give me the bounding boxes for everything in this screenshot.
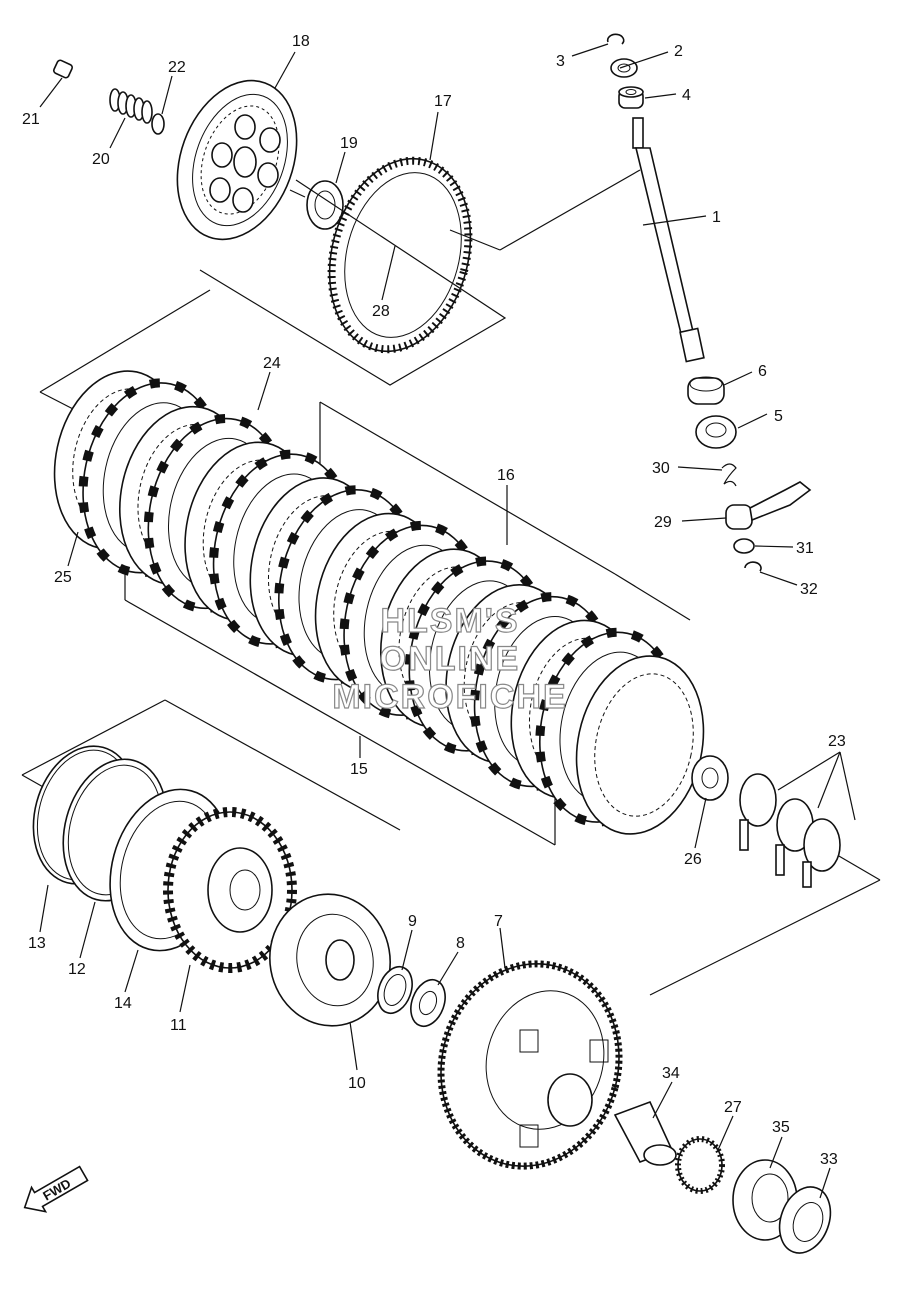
part-label-20: 20 (92, 151, 110, 168)
watermark-line-3: MICROFICHE (332, 678, 567, 716)
part-label-32: 32 (800, 581, 818, 598)
spring-20 (109, 88, 153, 124)
part-label-17: 17 (434, 93, 452, 110)
spring-plates-23 (739, 773, 841, 888)
part-label-25: 25 (54, 569, 72, 586)
part-label-8: 8 (456, 935, 465, 952)
spacer-34 (613, 1100, 677, 1166)
part-label-15: 15 (350, 761, 368, 778)
part-label-11: 11 (170, 1017, 187, 1034)
circlip-32 (744, 561, 762, 572)
push-lever-shaft-1 (632, 117, 705, 363)
bearing-19 (289, 180, 344, 230)
part-label-27: 27 (724, 1099, 742, 1116)
part-label-4: 4 (682, 87, 691, 104)
part-label-28: 28 (372, 303, 390, 320)
part-label-9: 9 (408, 913, 417, 930)
part-label-24: 24 (263, 355, 281, 372)
part-label-33: 33 (820, 1151, 838, 1168)
washer-33 (778, 1186, 832, 1254)
part-label-18: 18 (292, 33, 310, 50)
part-label-16: 16 (497, 467, 515, 484)
part-label-2: 2 (674, 43, 683, 60)
pressure-plate-10 (269, 893, 391, 1027)
washer-22 (151, 113, 165, 135)
part-label-5: 5 (774, 408, 783, 425)
watermark-line-2: ONLINE (380, 640, 520, 678)
steel-plate (575, 655, 705, 835)
steel-plate-teeth (594, 673, 694, 817)
friction-plate-17 (327, 156, 473, 354)
part-label-35: 35 (772, 1119, 790, 1136)
part-label-1: 1 (712, 209, 721, 226)
bearing-5 (695, 415, 737, 449)
part-number-labels: 1 2 3 4 5 6 7 8 9 10 11 12 13 14 15 16 1… (22, 33, 846, 1168)
seal-4 (618, 86, 644, 109)
part-label-14: 14 (114, 995, 132, 1012)
leader-lines (39, 43, 856, 1199)
part-label-29: 29 (654, 514, 672, 531)
lock-washer-8 (410, 978, 446, 1028)
bearing-6 (687, 376, 725, 405)
part-label-23: 23 (828, 733, 846, 750)
part-label-6: 6 (758, 363, 767, 380)
forward-arrow-icon: FWD (23, 1165, 89, 1213)
primary-driven-gear-7 (437, 960, 623, 1170)
part-label-26: 26 (684, 851, 702, 868)
washer-31 (733, 538, 755, 554)
part-label-12: 12 (68, 961, 86, 978)
part-label-30: 30 (652, 460, 670, 477)
part-label-7: 7 (494, 913, 503, 930)
part-label-13: 13 (28, 935, 46, 952)
pressure-plate-18 (176, 79, 298, 241)
needle-bearing-27 (675, 1136, 725, 1194)
washer-2 (610, 58, 638, 78)
bolt-21 (52, 59, 109, 94)
nut-26 (691, 755, 729, 801)
part-label-3: 3 (556, 53, 565, 70)
top-group-outline (199, 179, 507, 386)
part-label-21: 21 (22, 111, 40, 128)
spring-30 (721, 463, 737, 487)
circlip-3 (606, 33, 625, 45)
plate-stack (53, 370, 705, 835)
part-label-19: 19 (340, 135, 358, 152)
part-label-34: 34 (662, 1065, 680, 1082)
watermark: HLSM'S ONLINE MICROFICHE (332, 601, 567, 716)
clutch-boss-11 (163, 807, 297, 973)
lever-29 (725, 481, 812, 530)
part-label-31: 31 (796, 540, 814, 557)
watermark-line-1: HLSM'S (380, 602, 519, 640)
part-label-22: 22 (168, 59, 186, 76)
part-label-10: 10 (348, 1075, 366, 1092)
